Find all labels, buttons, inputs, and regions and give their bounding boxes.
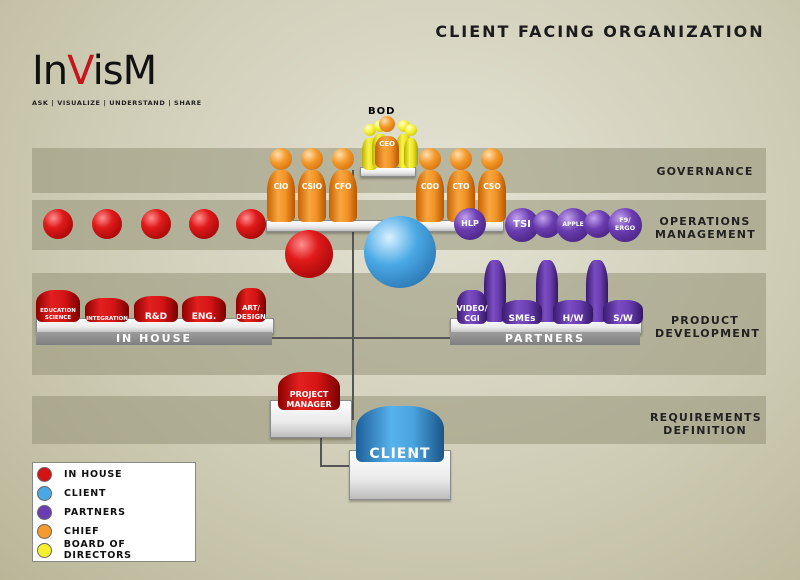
band-label-requirements: REQUIREMENTS DEFINITION	[650, 411, 762, 437]
legend-item-bod: BOARD OF DIRECTORS	[37, 539, 195, 561]
in-house-label: IN HOUSE	[36, 332, 272, 345]
partners-label: PARTNERS	[450, 332, 640, 345]
chief-figure: CIO	[267, 148, 295, 222]
band-label-governance: GOVERNANCE	[656, 165, 754, 178]
partner-head: HLP	[454, 208, 486, 240]
partner-member: H/W	[553, 246, 593, 324]
connector-line	[320, 465, 352, 467]
connector-line	[352, 170, 354, 420]
legend-item-in-house: IN HOUSE	[37, 465, 122, 483]
in-house-member: R&D	[134, 209, 178, 322]
in-house-member: EDUCATION SCIENCE	[36, 209, 80, 322]
partner-member: S/W	[603, 246, 643, 324]
legend-swatch	[37, 523, 52, 539]
logo: InVisM	[32, 48, 157, 94]
partner-member: SMEs	[502, 246, 542, 324]
in-house-member: INTEGRATION	[85, 209, 129, 322]
bod-label: BOD	[368, 106, 396, 117]
legend-swatch	[37, 542, 52, 558]
band-label-product: PRODUCT DEVELOPMENT	[655, 314, 761, 340]
partner-member: VIDEO/ CGI	[452, 246, 492, 324]
legend-item-chief: CHIEF	[37, 522, 99, 540]
in-house-member: ENG.	[182, 209, 226, 322]
project-manager-figure: PROJECT MANAGER	[278, 230, 340, 410]
legend-swatch	[37, 504, 52, 520]
page-title: CLIENT FACING ORGANIZATION	[435, 22, 765, 41]
client-figure: CLIENT	[356, 216, 444, 462]
legend: IN HOUSE CLIENT PARTNERS CHIEF BOARD OF …	[32, 462, 196, 562]
bod-member	[404, 124, 418, 168]
connector-line	[320, 418, 322, 466]
legend-swatch	[37, 485, 52, 501]
chief-figure: CSIO	[298, 148, 326, 222]
chief-figure: COO	[416, 148, 444, 222]
legend-item-partners: PARTNERS	[37, 503, 126, 521]
legend-swatch	[37, 466, 52, 482]
in-house-member: ART/ DESIGN	[229, 209, 273, 322]
partner-head: F9/ ERGO	[608, 208, 642, 242]
connector-line	[270, 337, 450, 339]
chief-figure: CSO	[478, 148, 506, 222]
logo-tagline: ASK | VISUALIZE | UNDERSTAND | SHARE	[32, 99, 202, 107]
chief-figure: CFO	[329, 148, 357, 222]
partner-head	[584, 210, 612, 238]
partner-member	[484, 260, 506, 322]
legend-item-client: CLIENT	[37, 484, 106, 502]
ceo-figure: CEO	[375, 116, 399, 168]
band-label-operations: OPERATIONS MANAGEMENT	[655, 215, 756, 241]
